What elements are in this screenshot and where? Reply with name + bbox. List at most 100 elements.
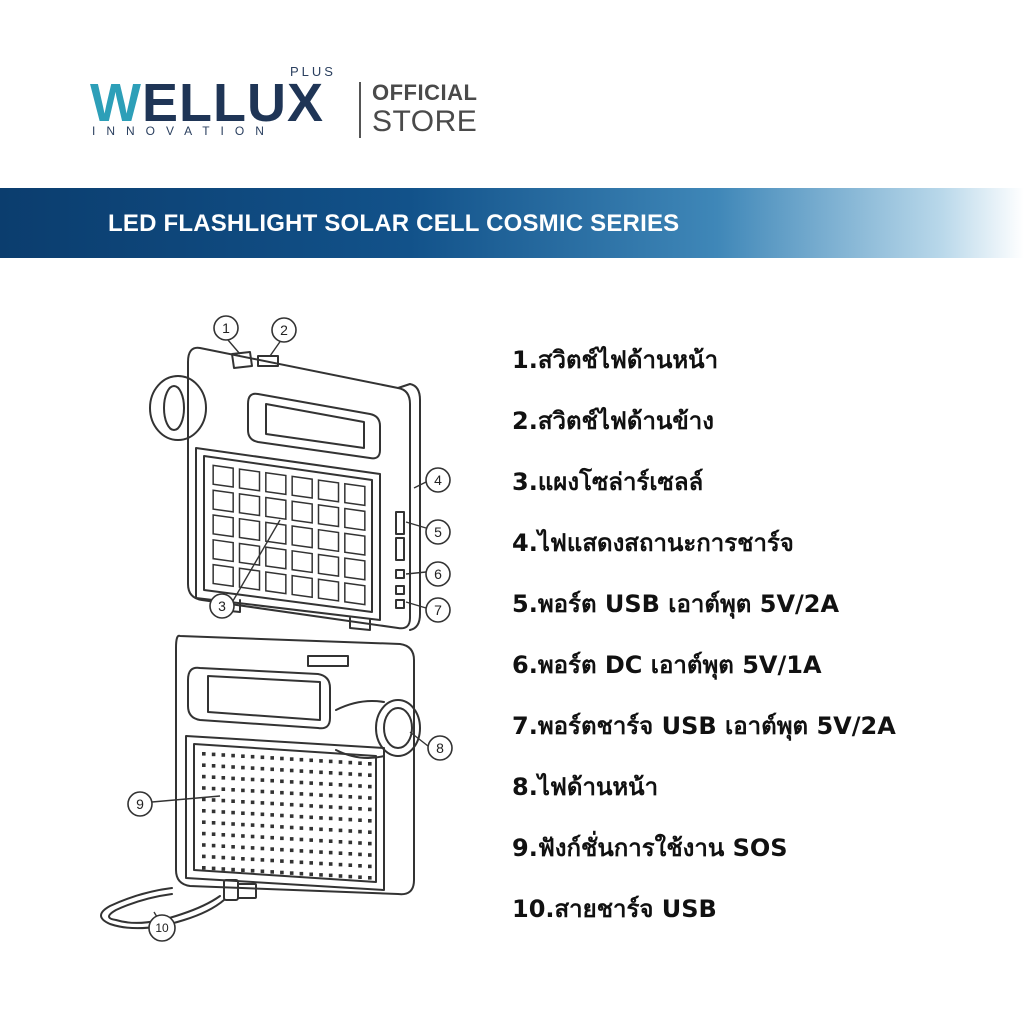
led-dot xyxy=(250,811,255,816)
led-dot xyxy=(250,766,255,770)
led-dot xyxy=(319,838,323,843)
led-dot xyxy=(250,754,255,759)
callout-label-6: 6 xyxy=(434,566,442,582)
led-dot xyxy=(280,813,284,818)
led-dot xyxy=(309,804,313,808)
led-dot xyxy=(338,771,343,776)
led-dot xyxy=(319,781,323,786)
led-dot xyxy=(338,862,343,867)
led-dot xyxy=(319,850,323,854)
led-dot xyxy=(211,855,216,859)
led-dot xyxy=(319,827,323,832)
led-dot xyxy=(202,854,206,859)
solar-cell xyxy=(291,475,313,499)
led-dot xyxy=(260,766,265,771)
solar-cell xyxy=(317,578,340,602)
led-dot xyxy=(338,760,343,764)
feature-item-1: 1.สวิตช์ไฟด้านหน้า xyxy=(512,346,719,374)
led-dot xyxy=(231,765,235,769)
led-dot xyxy=(211,866,216,871)
solar-cell xyxy=(291,525,313,549)
led-dot xyxy=(202,866,206,870)
led-dot xyxy=(319,793,323,797)
led-dot xyxy=(211,752,216,757)
led-dot xyxy=(348,772,353,776)
led-dot xyxy=(338,828,343,833)
feature-item-7: 7.พอร์ตชาร์จ USB เอาต์พุต 5V/2A xyxy=(512,712,896,740)
led-dot xyxy=(368,762,372,766)
led-dot xyxy=(221,821,226,826)
led-dot xyxy=(280,847,284,852)
led-dot xyxy=(309,781,313,785)
led-dot xyxy=(368,796,372,800)
led-dot xyxy=(231,799,235,803)
solar-cell-grid xyxy=(212,464,366,606)
led-dot xyxy=(250,777,255,782)
led-dot xyxy=(328,771,333,775)
led-dot xyxy=(221,764,226,769)
callout-label-8: 8 xyxy=(436,740,444,756)
solar-cell xyxy=(344,482,366,507)
led-dot xyxy=(299,780,304,785)
led-dot xyxy=(309,792,313,797)
solar-cell xyxy=(265,571,287,595)
led-dot xyxy=(280,756,284,761)
led-dot xyxy=(280,870,284,875)
led-dot xyxy=(211,821,216,825)
logo-tagline: INNOVATION xyxy=(92,124,275,138)
led-dot xyxy=(299,769,304,773)
led-dot xyxy=(241,788,245,793)
device-rear-view xyxy=(175,634,421,896)
store-label: STORE xyxy=(372,105,478,138)
callout-circle-10 xyxy=(148,914,176,942)
led-dot xyxy=(358,772,362,777)
led-dot xyxy=(241,868,245,872)
led-dot xyxy=(368,853,372,857)
led-dot xyxy=(260,789,265,794)
led-dot xyxy=(338,874,343,878)
callout-circle-7 xyxy=(425,597,451,623)
solar-cell xyxy=(212,538,234,563)
logo-wordmark: WELLUX xyxy=(90,73,324,133)
led-dot xyxy=(202,786,206,790)
led-dot xyxy=(338,805,343,810)
led-dot xyxy=(250,857,255,862)
led-dot xyxy=(338,794,343,798)
led-dot xyxy=(368,876,372,880)
led-dot xyxy=(358,829,362,834)
led-dot xyxy=(368,830,372,834)
led-dot xyxy=(221,798,226,803)
led-dot xyxy=(280,836,284,841)
banner-title: LED FLASHLIGHT SOLAR CELL COSMIC SERIES xyxy=(108,210,680,237)
led-dot xyxy=(299,792,304,796)
led-dot xyxy=(280,859,284,863)
feature-item-9: 9.ฟังก์ชั่นการใช้งาน SOS xyxy=(512,834,788,862)
solar-cell xyxy=(212,563,234,588)
led-dot xyxy=(211,809,216,814)
led-dot xyxy=(289,768,294,773)
led-dot xyxy=(241,754,245,758)
led-dot xyxy=(309,826,313,831)
led-dot xyxy=(250,868,255,873)
solar-cell xyxy=(291,549,313,574)
solar-cell xyxy=(317,528,340,553)
feature-list: 1.สวิตช์ไฟด้านหน้า 2.สวิตช์ไฟด้านข้าง 3.… xyxy=(512,340,1012,950)
led-dot xyxy=(358,875,362,879)
led-dot xyxy=(309,769,313,774)
solar-cell xyxy=(238,567,261,591)
led-dot xyxy=(299,837,304,842)
solar-cell xyxy=(291,574,313,599)
led-dot xyxy=(211,775,216,779)
led-dot xyxy=(338,840,343,844)
led-dot xyxy=(231,788,235,792)
led-dot xyxy=(348,852,353,856)
leader-lines xyxy=(151,335,429,923)
led-dot xyxy=(270,858,274,863)
led-dot xyxy=(348,760,353,765)
led-dot xyxy=(328,782,333,786)
led-dot xyxy=(211,798,216,802)
solar-cell xyxy=(238,493,261,517)
led-dot xyxy=(260,835,265,839)
led-dot xyxy=(358,818,362,822)
led-dot xyxy=(319,873,323,877)
